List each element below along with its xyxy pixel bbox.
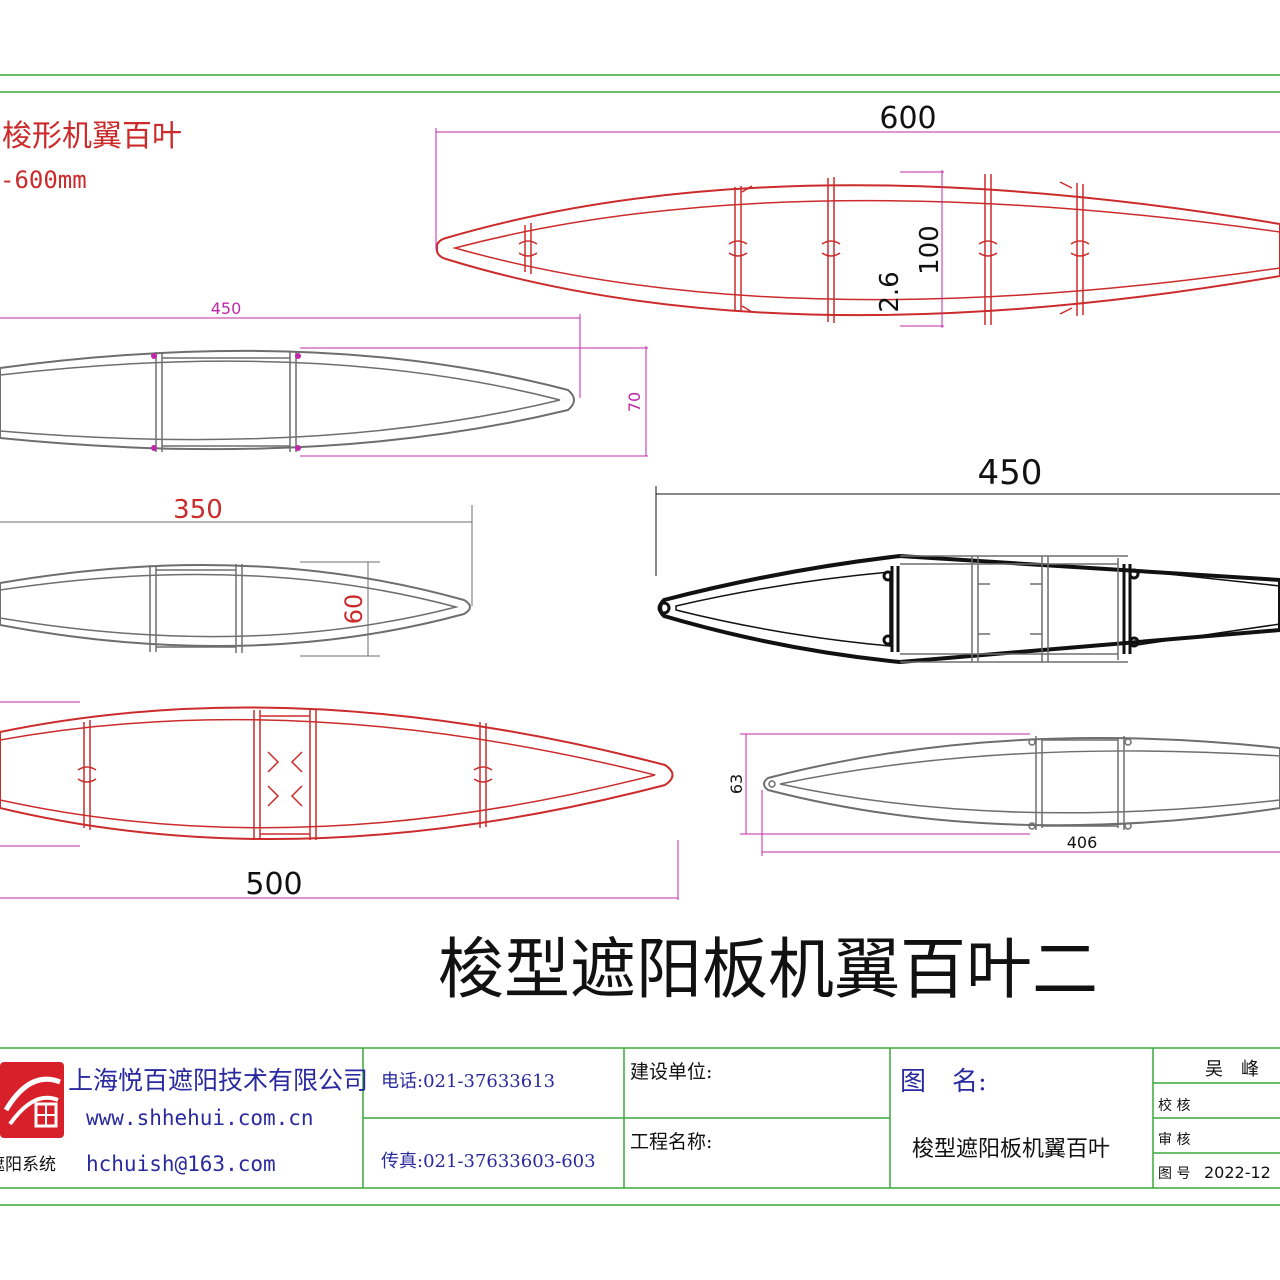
profile-450b-outline xyxy=(658,553,1280,665)
profile-450a: 450 70 xyxy=(0,299,648,457)
dim-406-lines xyxy=(740,733,1280,856)
profile-350-inner xyxy=(0,573,459,638)
dim-450a-height-label: 70 xyxy=(625,392,644,412)
profile-500: 500 xyxy=(0,701,679,902)
dim-600-label: 600 xyxy=(879,101,936,136)
company-logo-icon xyxy=(0,1062,64,1138)
dim-500-label: 500 xyxy=(245,867,302,902)
logo-caption: 遮阳系统 xyxy=(0,1155,56,1175)
profile-406-inner xyxy=(779,750,1280,814)
sheet-border xyxy=(0,74,1280,1206)
profile-600-inner xyxy=(452,199,1280,301)
drawing-no-label: 图 号 xyxy=(1158,1166,1190,1182)
dim-450a-lines xyxy=(0,314,648,457)
profile-350-outline xyxy=(0,564,471,648)
construction-unit-label: 建设单位: xyxy=(630,1061,712,1083)
dim-450b-label: 450 xyxy=(978,453,1043,493)
header-subtitle: -600mm xyxy=(0,166,87,194)
dim-600-lines xyxy=(435,128,1280,328)
title-block-grid xyxy=(0,1047,1280,1189)
main-title: 梭型遮阳板机翼百叶二 xyxy=(438,931,1098,1008)
header-title: 梭形机翼百叶 xyxy=(2,119,182,154)
check-label: 校 核 xyxy=(1158,1097,1190,1114)
dim-350-height-label: 60 xyxy=(340,594,368,625)
dim-450a-label: 450 xyxy=(211,299,242,318)
company-name: 上海悦百遮阳技术有限公司 xyxy=(68,1066,368,1095)
dim-406-label: 406 xyxy=(1067,833,1098,852)
profile-450a-ribs xyxy=(155,352,297,452)
profile-450b-clips xyxy=(657,564,1140,654)
company-website[interactable]: www.shhehui.com.cn xyxy=(86,1106,314,1130)
profile-600: 600 100 2.6 xyxy=(435,101,1280,328)
profile-450b-ribs xyxy=(900,555,1128,663)
company-email[interactable]: hchuish@163.com xyxy=(86,1152,276,1176)
dim-406-height-label: 63 xyxy=(727,774,746,794)
dim-600-height-label: 100 xyxy=(915,225,945,275)
profile-406: 406 63 xyxy=(727,733,1280,856)
profile-406-ribs xyxy=(768,736,1132,830)
dim-500-lines xyxy=(0,701,679,900)
review-label: 审 核 xyxy=(1158,1132,1190,1148)
profile-500-outline xyxy=(0,706,674,841)
profile-450a-markers xyxy=(151,353,301,451)
profile-450b: 450 xyxy=(655,453,1280,665)
dim-600-thickness-label: 2.6 xyxy=(875,271,905,312)
profile-350-ribs xyxy=(149,564,243,653)
designer-name: 吴 峰 xyxy=(1205,1059,1259,1080)
profile-450a-outline xyxy=(0,349,575,451)
phone-text: 电话:021-37633613 xyxy=(381,1071,555,1092)
drawing-name-value: 梭型遮阳板机翼百叶 xyxy=(912,1137,1110,1162)
fax-text: 传真:021-37633603-603 xyxy=(381,1151,596,1172)
profile-406-outline xyxy=(763,737,1280,827)
drawing-no-value: 2022-12 xyxy=(1204,1163,1271,1182)
dim-450b-lines xyxy=(655,486,1280,576)
dim-350-label: 350 xyxy=(173,495,223,525)
profile-350: 350 60 xyxy=(0,495,473,657)
project-name-label: 工程名称: xyxy=(630,1131,712,1153)
drawing-name-label: 图 名: xyxy=(900,1067,987,1097)
profile-600-ribs xyxy=(518,174,1090,325)
profile-500-ribs xyxy=(77,710,493,840)
profile-450a-inner xyxy=(0,360,561,441)
profile-450b-inner xyxy=(675,571,891,647)
profile-500-inner xyxy=(0,718,656,829)
profile-450b-inner-right xyxy=(1129,569,1280,647)
profile-600-outline xyxy=(435,184,1280,317)
dim-350-lines xyxy=(0,505,473,657)
